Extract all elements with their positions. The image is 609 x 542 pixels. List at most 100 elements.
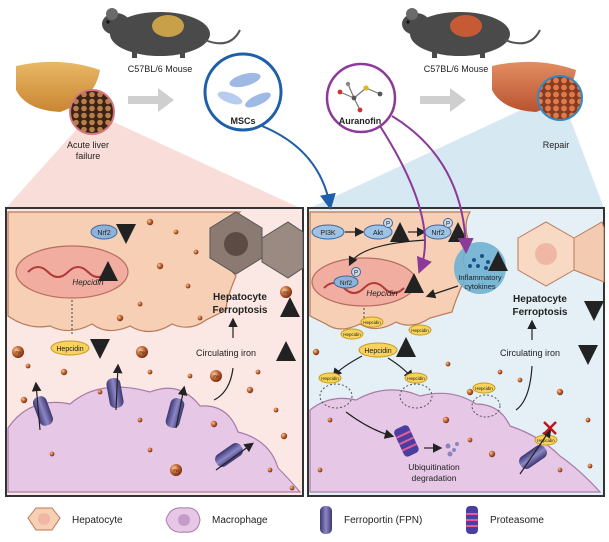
hepcidin-protein-left-label: Hepcidin [56, 346, 83, 353]
legend-proteasome-icon [466, 506, 478, 534]
phospho-akt-label: P [386, 222, 390, 228]
iron-dots-left [20, 218, 295, 491]
msc-circle [203, 52, 283, 132]
nrf2-nuclear-translocation-arrow [348, 239, 427, 267]
ubiquitination-label-1: Ubiquitination [408, 462, 460, 472]
iron-dot-right-14 [317, 467, 323, 473]
iron-dot-right-13 [442, 416, 450, 424]
cytokines-label-2: cytokines [464, 282, 496, 291]
fe-particle-left-1: Fe [12, 346, 24, 358]
iron-dot-left-1 [146, 218, 154, 226]
dying-hepatocytes-left [209, 211, 304, 279]
iron-dot-left-13 [246, 386, 254, 394]
nrf2-right-label: Nrf2 [431, 230, 444, 237]
nrf2-left-label: Nrf2 [97, 230, 110, 237]
ferroportin-left-3 [165, 398, 185, 428]
hepcidin-gene-right: Hepcidin [366, 289, 398, 298]
legend-hepatocyte-icon [27, 507, 61, 531]
iron-dot-left-10 [60, 368, 68, 376]
iron-dots-right [312, 348, 593, 473]
iron-dot-left-17 [97, 389, 103, 395]
iron-source-arrow-left [213, 367, 234, 401]
ferroptosis-right-1: Hepatocyte [513, 294, 567, 305]
ferroportin-blocked-right [519, 445, 547, 469]
nucleus-left [15, 245, 129, 299]
svg-text:Fe: Fe [139, 350, 145, 355]
iron-dot-left-2 [173, 229, 179, 235]
iron-dot-right-11 [557, 467, 563, 473]
dna-left [27, 266, 109, 278]
iron-dot-left-16 [280, 432, 288, 440]
left-zoom-wedge [6, 112, 300, 208]
iron-dot-left-14 [273, 407, 279, 413]
auranofin-circle [325, 62, 397, 134]
iron-dot-right-8 [585, 417, 591, 423]
legend-proteasome-label: Proteasome [490, 515, 544, 526]
iron-dot-left-8 [197, 315, 203, 321]
circulating-iron-right: Circulating iron [500, 348, 560, 358]
hepcidin-small-3-label: Hepcidin [343, 332, 361, 337]
hepcidin-small-2 [408, 324, 432, 336]
proteasome-icon [394, 425, 419, 457]
iron-dot-left-3 [193, 249, 199, 255]
iron-dot-left-15 [255, 369, 261, 375]
iron-export-arrow-left-1 [31, 381, 42, 431]
iron-dot-right-5 [497, 369, 503, 375]
phospho-badge-nucleus [351, 267, 361, 277]
auranofin-label: Auranofin [339, 116, 382, 126]
liver-right-magnified [537, 75, 583, 121]
ferroptosis-left-1: Hepatocyte [213, 292, 267, 303]
hepcidin-small-1 [360, 316, 384, 328]
iron-dot-left-19 [210, 420, 218, 428]
hepcidin-gene-left: Hepcidin [72, 278, 104, 287]
hepcidin-small-2-label: Hepcidin [411, 328, 429, 333]
iron-dot-right-4 [466, 388, 474, 396]
svg-text:Fe: Fe [15, 350, 21, 355]
iron-dot-left-9 [25, 363, 31, 369]
right-zoom-wedge [310, 92, 604, 208]
auranofin-action-arrow-2 [379, 125, 432, 274]
degraded-fragments [445, 442, 459, 457]
iron-dot-left-7 [116, 314, 124, 322]
iron-export-arrow-left-3 [175, 385, 188, 429]
liver-left-label-1: Acute liver [67, 140, 109, 150]
ferroportin-left-2 [106, 377, 124, 409]
hepcidin-small-4 [318, 372, 342, 384]
iron-dot-right-6 [517, 377, 523, 383]
mouse-left-icon [102, 8, 241, 58]
legend: Hepatocyte Macrophage Ferroportin (FPN) … [27, 506, 544, 534]
fe-particle-left-2: Fe [136, 346, 148, 358]
pi3k-label: PI3K [320, 230, 336, 237]
auranofin-action-arrow-1 [391, 115, 474, 254]
blocked-export-arrow [519, 428, 552, 475]
cytokines-to-hepcidin-arrow [425, 285, 459, 299]
cytokines-label-1: Inflammatory [458, 273, 502, 282]
hepcidin-small-1-label: Hepcidin [363, 320, 381, 325]
phospho-nucleus-label: P [354, 271, 358, 277]
iron-dot-right-9 [467, 437, 473, 443]
hepcidin-small-5 [404, 372, 428, 384]
iron-dot-right-3 [445, 361, 451, 367]
block-x-icon [543, 421, 557, 435]
ferroportin-left-4 [215, 443, 243, 467]
mouse-left-label: C57BL/6 Mouse [128, 64, 193, 74]
akt-label: Akt [373, 230, 383, 237]
svg-text:Fe: Fe [173, 468, 179, 473]
hepcidin-protein-left [50, 340, 90, 356]
iron-dot-left-12 [187, 373, 193, 379]
iron-dot-right-12 [587, 463, 593, 469]
healthy-hepatocytes-right [517, 221, 605, 287]
hepcidin-small-5-label: Hepcidin [407, 376, 425, 381]
iron-source-arrow-right [515, 365, 533, 411]
mouse-right-label: C57BL/6 Mouse [424, 64, 489, 74]
legend-hepatocyte-label: Hepatocyte [72, 515, 123, 526]
liver-right-label: Repair [543, 140, 570, 150]
mouse-right-icon [402, 8, 541, 58]
iron-dot-left-6 [137, 301, 143, 307]
iron-dot-right-2 [327, 417, 333, 423]
msc-action-arrow [261, 125, 336, 210]
iron-dot-left-4 [156, 262, 164, 270]
macrophage-left [7, 386, 302, 493]
liver-left-label-2: failure [76, 151, 101, 161]
iron-dot-right-10 [488, 450, 496, 458]
